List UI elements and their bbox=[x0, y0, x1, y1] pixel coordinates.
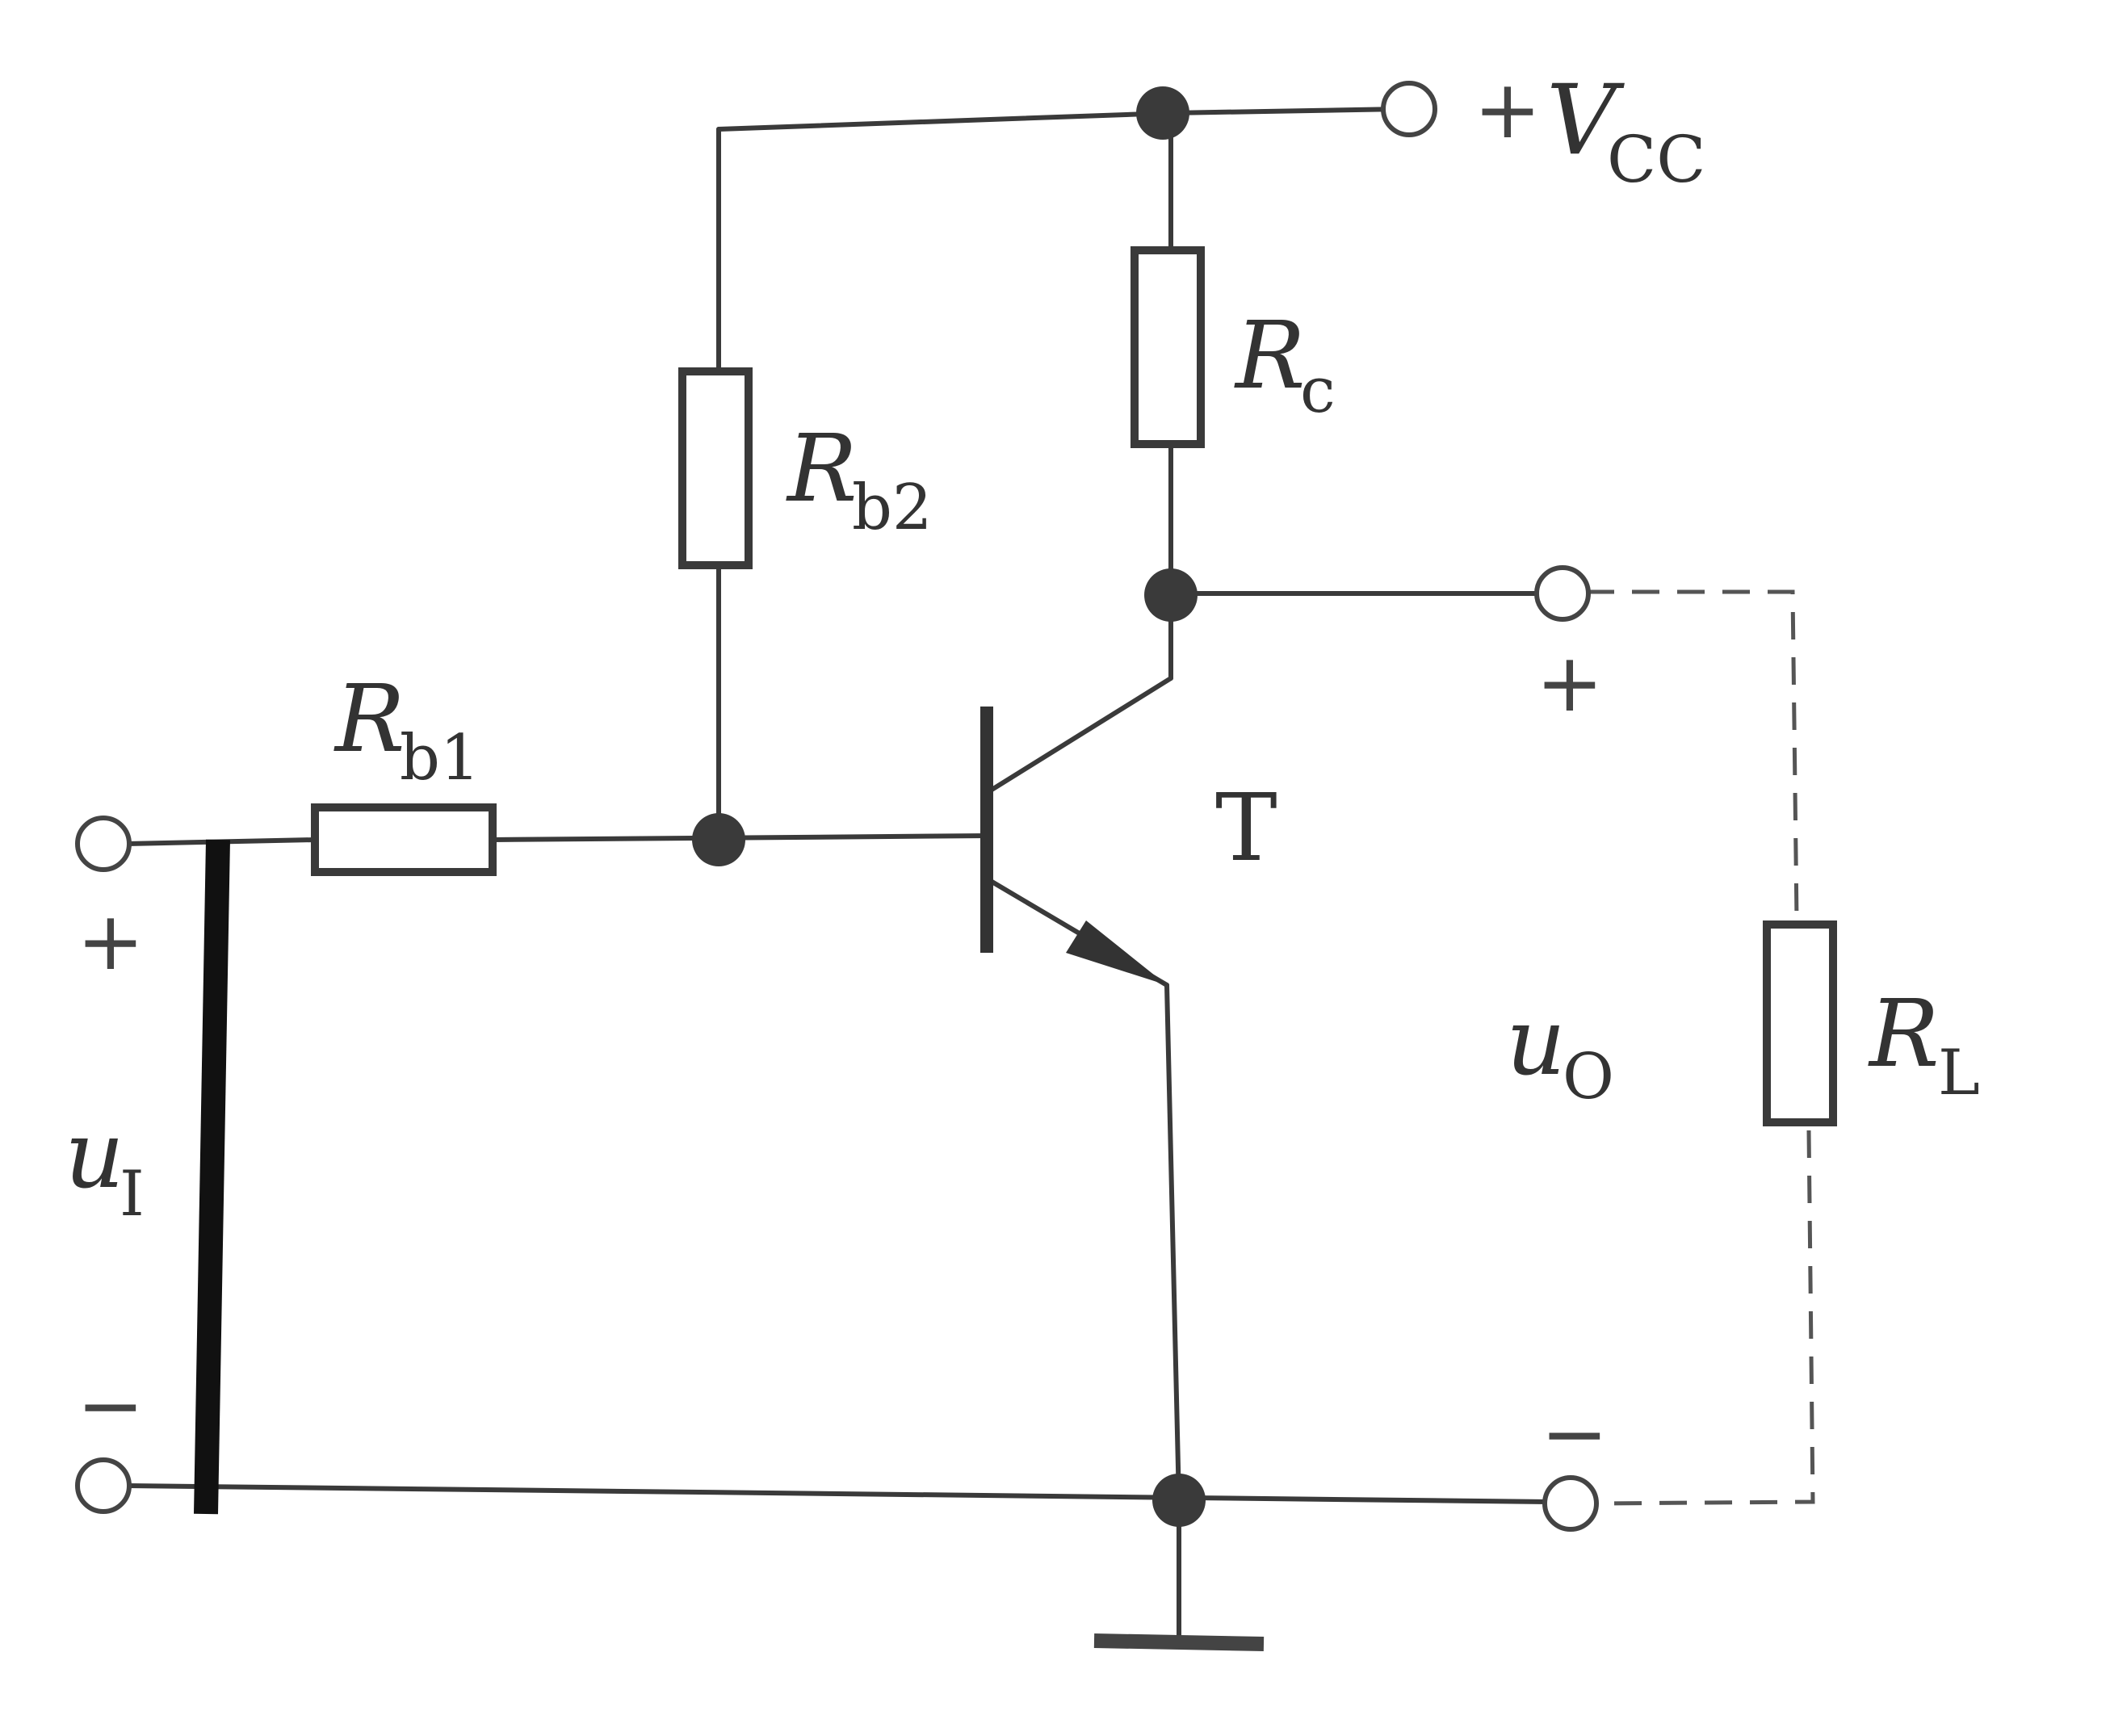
wire-emitter-down bbox=[1164, 983, 1181, 1504]
resistor-rl bbox=[1763, 920, 1837, 1126]
wire-load-top-dashed bbox=[1587, 589, 1799, 921]
wire-bottom-rail bbox=[125, 1483, 1553, 1504]
terminal-input-plus bbox=[75, 816, 132, 872]
label-uo-sub: O bbox=[1563, 1041, 1614, 1113]
wire-top-rail bbox=[716, 107, 1403, 132]
label-ui: u bbox=[65, 1101, 124, 1210]
label-transistor: T bbox=[1215, 774, 1277, 883]
node-ground bbox=[1152, 1474, 1206, 1527]
node-vcc bbox=[1136, 86, 1189, 140]
wire-load-bottom-dashed bbox=[1594, 1130, 1815, 1506]
label-rb1: R bbox=[333, 665, 405, 774]
label-rc-sub: c bbox=[1300, 354, 1336, 427]
terminal-vcc bbox=[1381, 81, 1437, 137]
resistor-rc bbox=[1131, 246, 1205, 448]
label-rb1-sub: b1 bbox=[400, 722, 480, 795]
input-short-bar bbox=[194, 839, 230, 1515]
label-vcc-sub: CC bbox=[1607, 122, 1705, 197]
label-rl: R bbox=[1868, 980, 1940, 1088]
label-output-plus: + bbox=[1536, 635, 1604, 730]
wire-collector-diag bbox=[987, 676, 1173, 794]
resistor-rb1 bbox=[311, 803, 497, 876]
label-input-plus: + bbox=[77, 894, 145, 988]
terminal-output-minus bbox=[1542, 1475, 1599, 1532]
terminal-input-minus bbox=[75, 1457, 132, 1514]
label-vcc-plus: + bbox=[1474, 62, 1542, 157]
label-rb2: R bbox=[786, 415, 858, 523]
label-vcc: V bbox=[1546, 65, 1625, 177]
resistor-rb2 bbox=[678, 367, 753, 569]
label-rc: R bbox=[1234, 302, 1306, 410]
label-output-minus: − bbox=[1541, 1386, 1609, 1481]
label-uo: u bbox=[1506, 988, 1566, 1097]
label-rb2-sub: b2 bbox=[852, 472, 933, 544]
node-base bbox=[692, 813, 745, 866]
emitter-arrow-icon bbox=[1066, 920, 1167, 985]
terminal-output-plus bbox=[1534, 565, 1591, 622]
label-rl-sub: L bbox=[1938, 1037, 1980, 1109]
label-ui-sub: I bbox=[120, 1158, 145, 1231]
node-collector bbox=[1144, 568, 1198, 622]
label-input-minus: − bbox=[77, 1358, 145, 1453]
ground-symbol bbox=[1093, 1633, 1265, 1651]
